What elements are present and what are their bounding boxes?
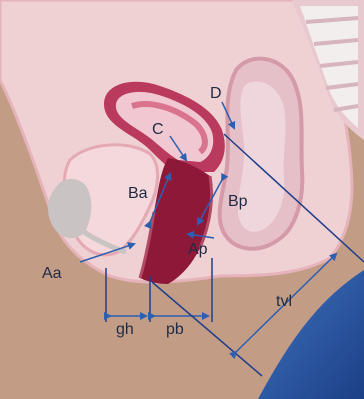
label-tvl: tvl <box>276 293 292 310</box>
label-c: C <box>152 121 164 138</box>
label-gh: gh <box>116 321 134 338</box>
label-ap: Ap <box>188 241 208 258</box>
label-bp: Bp <box>228 193 248 210</box>
label-ba: Ba <box>128 185 148 202</box>
label-pb: pb <box>166 321 184 338</box>
label-aa: Aa <box>42 265 62 282</box>
label-d: D <box>210 85 222 102</box>
